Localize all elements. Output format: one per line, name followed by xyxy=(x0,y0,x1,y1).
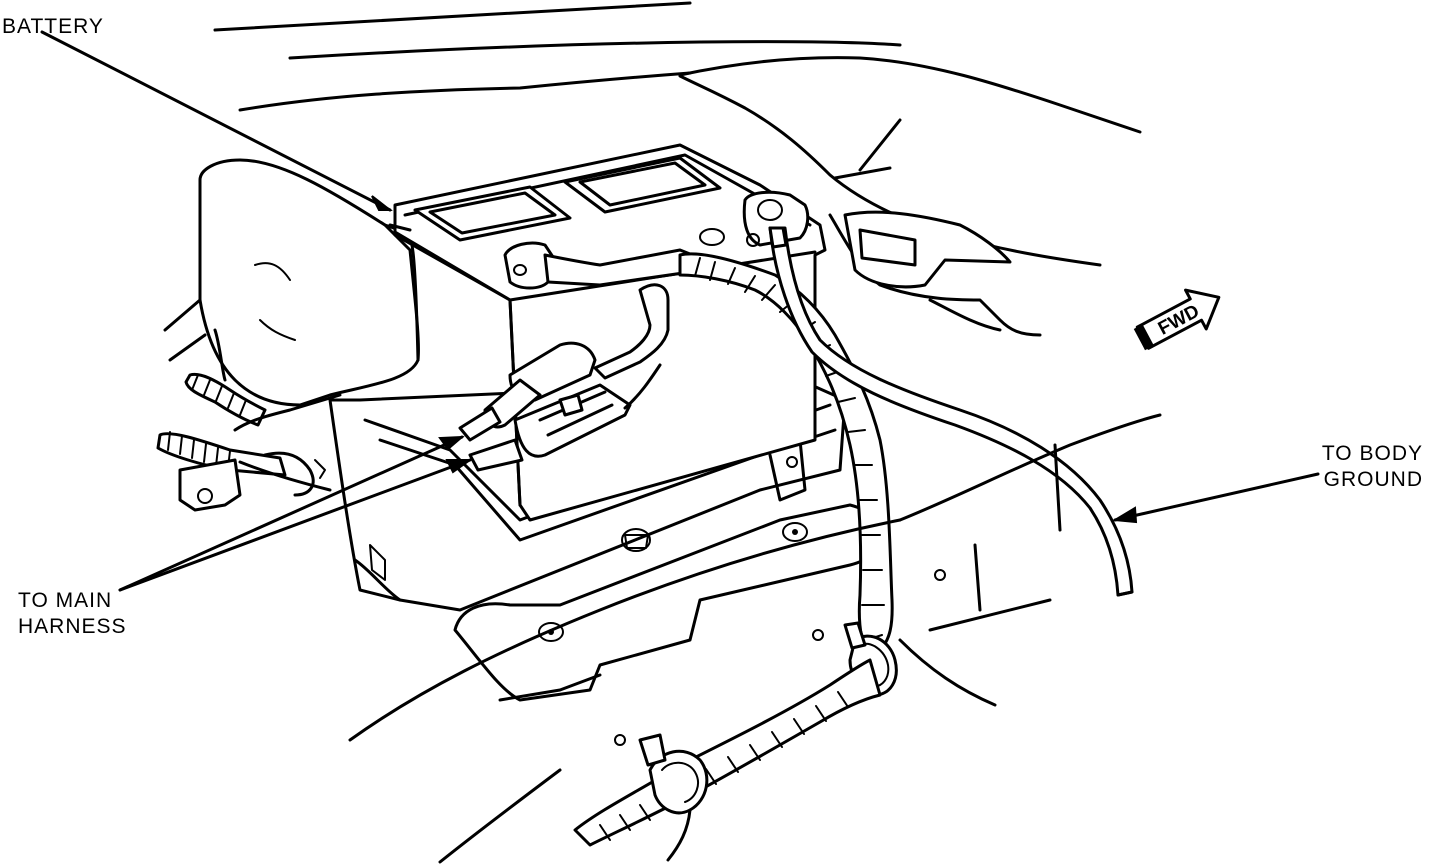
hood-outline xyxy=(213,1,1142,267)
ground-cable xyxy=(768,226,1134,597)
battery-terminals xyxy=(503,190,810,290)
front-panel xyxy=(348,413,1162,864)
leader-lines xyxy=(40,30,1320,592)
battery-label: BATTERY xyxy=(2,15,104,38)
body-ground-label-line2: GROUND xyxy=(1323,468,1423,491)
inner-fender xyxy=(828,210,1042,337)
main-harness-connectors xyxy=(458,283,670,472)
body-ground-label-line1: TO BODY xyxy=(1321,442,1423,465)
left-harness xyxy=(156,372,342,512)
left-shroud xyxy=(163,158,420,407)
main-harness-label-line1: TO MAIN xyxy=(18,589,113,612)
fwd-arrow-icon: FWD xyxy=(1133,288,1221,351)
main-harness-label-line2: HARNESS xyxy=(18,615,127,638)
